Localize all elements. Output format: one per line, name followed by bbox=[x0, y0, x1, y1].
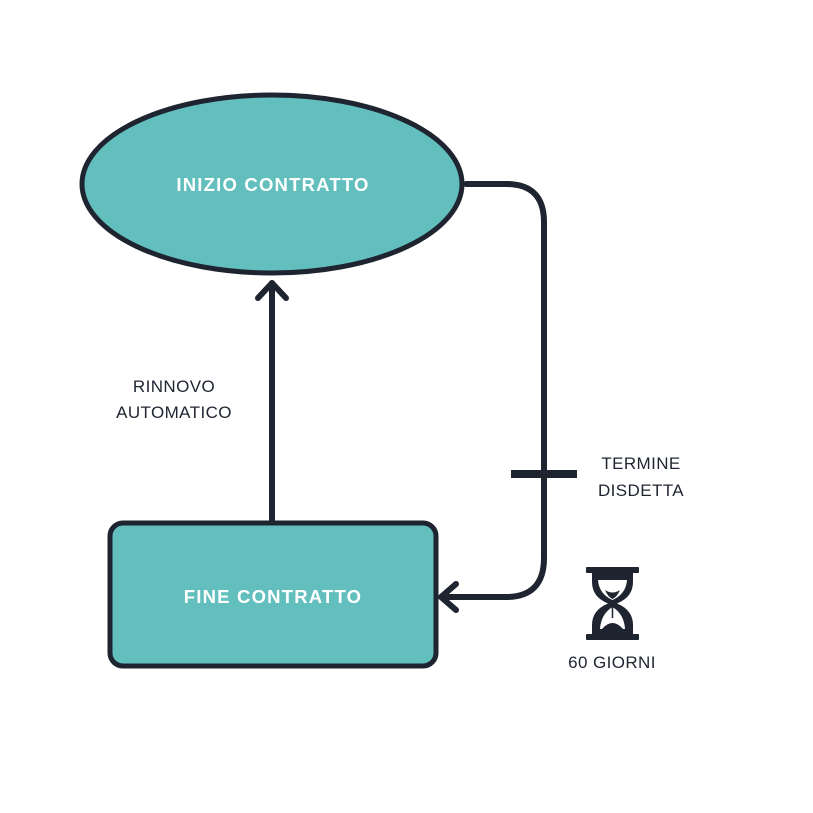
edge-renewal-arrowhead bbox=[255, 280, 289, 301]
edge-cancellation-label-line1: TERMINE bbox=[601, 454, 680, 473]
node-inizio-contratto-label: INIZIO CONTRATTO bbox=[176, 174, 369, 195]
edge-renewal-label-line2: AUTOMATICO bbox=[116, 403, 232, 422]
edge-renewal-label-line1: RINNOVO bbox=[133, 377, 215, 396]
edge-cancellation bbox=[438, 181, 577, 613]
node-inizio-contratto: INIZIO CONTRATTO bbox=[79, 92, 465, 276]
node-inizio-contratto-shape bbox=[79, 92, 465, 276]
timer-label: 60 GIORNI bbox=[568, 653, 656, 672]
node-fine-contratto-shape bbox=[107, 520, 439, 669]
node-fine-contratto: FINE CONTRATTO bbox=[107, 520, 439, 669]
node-fine-contratto-label: FINE CONTRATTO bbox=[184, 586, 363, 607]
hourglass-icon bbox=[586, 567, 639, 640]
edge-cancellation-line bbox=[441, 181, 547, 600]
edge-cancellation-label-line2: DISDETTA bbox=[598, 481, 684, 500]
edge-renewal bbox=[255, 280, 289, 523]
edge-cancellation-arrowhead bbox=[438, 581, 459, 613]
